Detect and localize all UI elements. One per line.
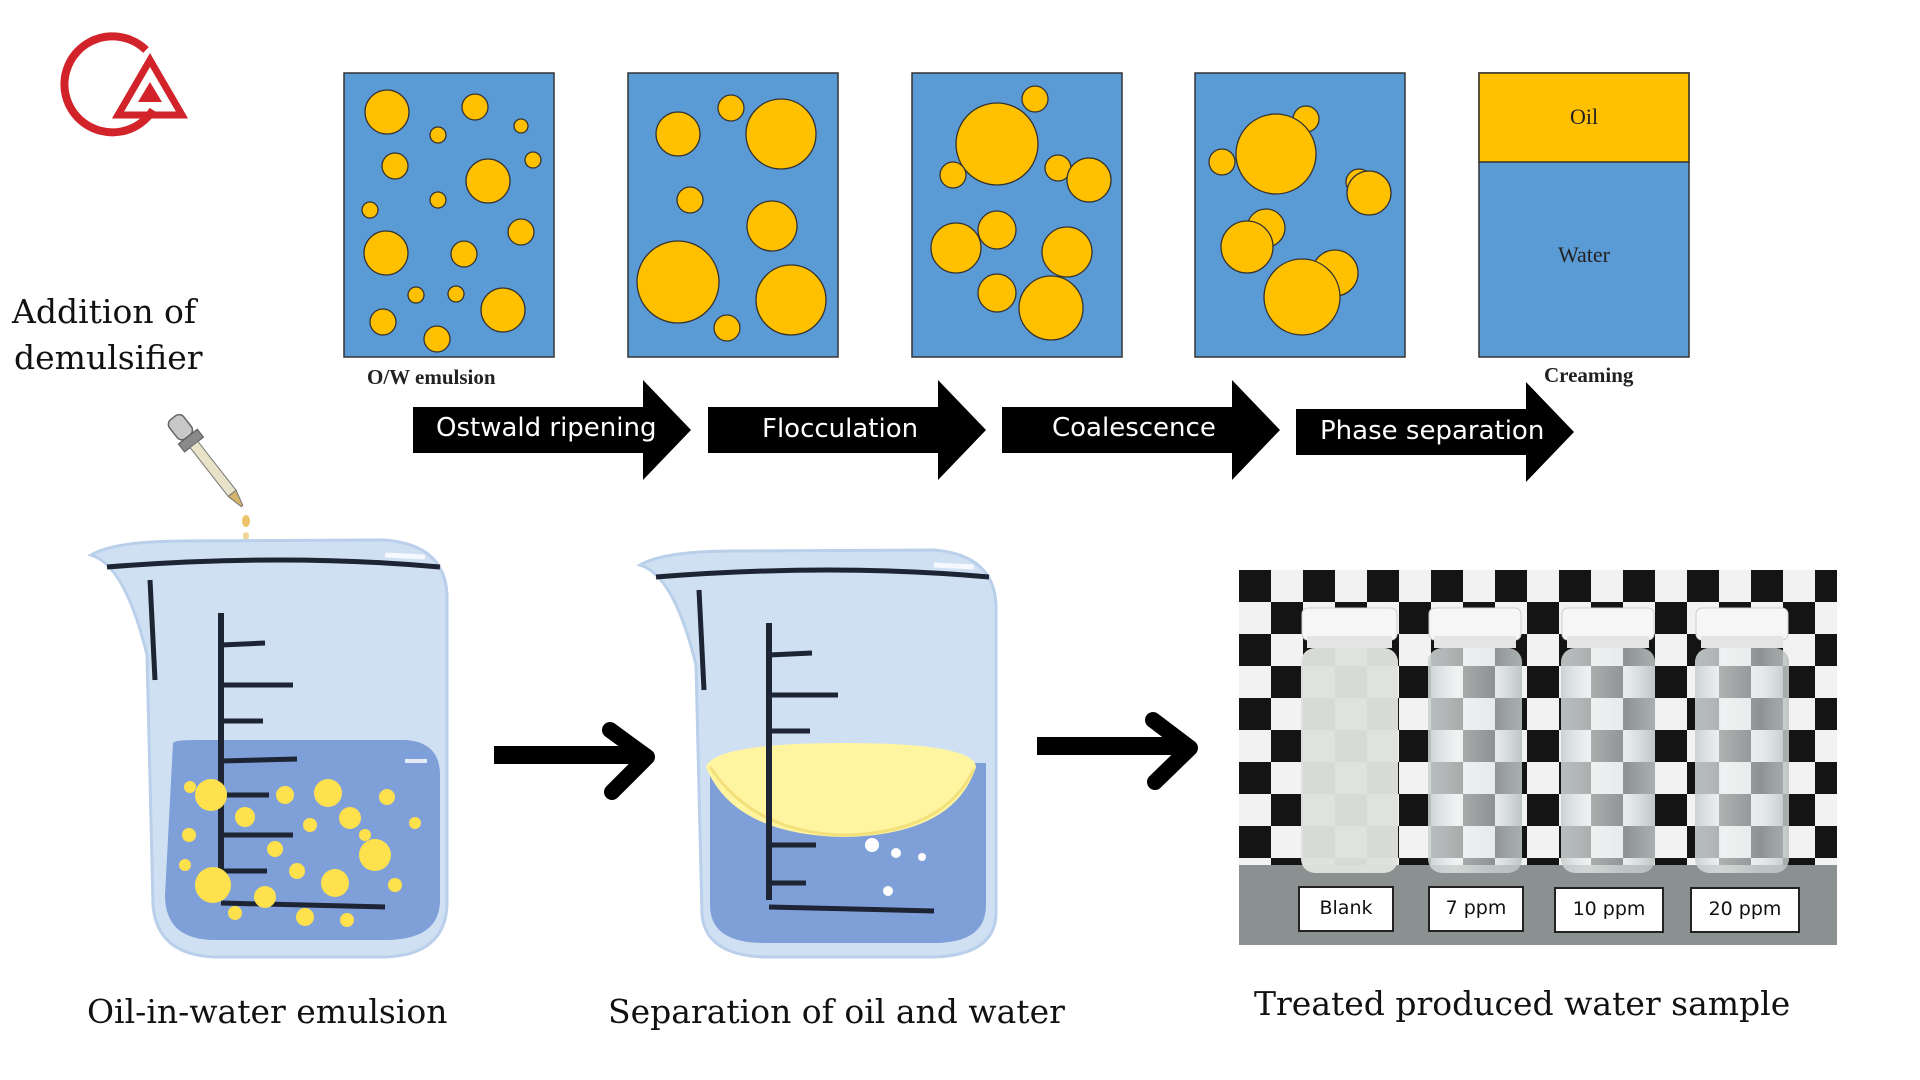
caption-separation: Separation of oil and water — [608, 992, 1065, 1031]
oil-layer-label: Oil — [1569, 104, 1599, 129]
panel-label-ow-emulsion: O/W emulsion — [367, 365, 496, 389]
step-label-ostwald-ripening: Ostwald ripening — [436, 413, 657, 443]
demulsifier-label-line2: demulsifier — [14, 338, 203, 377]
panel-flocculation-result — [911, 72, 1123, 358]
panel-coalescence-result — [1194, 72, 1406, 358]
panel-ow-emulsion — [343, 72, 555, 358]
beaker-separation — [636, 548, 998, 959]
panel-ostwald-result — [627, 72, 839, 358]
step-label-coalescence: Coalescence — [1052, 413, 1216, 443]
water-layer-label: Water — [1558, 242, 1610, 267]
demulsifier-label-line1: Addition of — [12, 292, 197, 331]
beaker-emulsion — [87, 538, 449, 959]
dropper-icon — [167, 413, 250, 540]
step-label-flocculation: Flocculation — [762, 414, 919, 444]
panel-creaming — [1478, 72, 1690, 358]
arrow-phase-separation — [1296, 382, 1574, 482]
panel-label-creaming: Creaming — [1544, 363, 1634, 387]
step-label-phase-separation: Phase separation — [1320, 416, 1545, 446]
caption-treated: Treated produced water sample — [1254, 984, 1791, 1023]
vial-label-7ppm: 7 ppm — [1428, 886, 1524, 932]
arrow-ostwald-ripening — [413, 380, 691, 480]
arrow-right-icon-1 — [494, 722, 655, 800]
arrow-right-icon-2 — [1037, 712, 1198, 790]
vial-label-blank: Blank — [1298, 886, 1394, 932]
vial-label-10ppm: 10 ppm — [1554, 887, 1664, 933]
vial-label-20ppm: 20 ppm — [1690, 887, 1800, 933]
arrow-flocculation — [708, 380, 986, 480]
brand-logo-icon — [60, 32, 189, 137]
arrow-coalescence — [1002, 380, 1280, 480]
caption-emulsion: Oil-in-water emulsion — [87, 992, 448, 1031]
